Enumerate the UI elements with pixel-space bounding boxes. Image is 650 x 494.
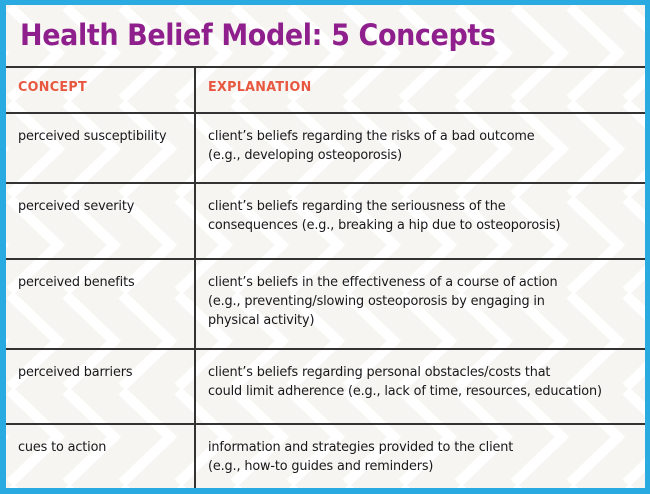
explanation-text: client’s beliefs regarding the risks of … <box>208 128 535 164</box>
card-body: Health Belief Model: 5 Concepts CONCEPT … <box>6 5 645 488</box>
cell-concept: perceived severity <box>6 184 196 258</box>
table-row: perceived benefits client’s beliefs in t… <box>6 260 645 350</box>
content-layer: Health Belief Model: 5 Concepts CONCEPT … <box>6 5 645 488</box>
column-header-explanation: EXPLANATION <box>208 79 312 95</box>
cell-concept: cues to action <box>6 425 196 488</box>
concepts-table: CONCEPT EXPLANATION perceived susceptibi… <box>6 66 645 488</box>
cell-concept: perceived barriers <box>6 350 196 423</box>
table-row: perceived barriers client’s beliefs rega… <box>6 350 645 425</box>
explanation-text: client’s beliefs in the effectiveness of… <box>208 274 558 329</box>
cell-explanation: client’s beliefs regarding personal obst… <box>196 350 645 423</box>
concept-label: perceived severity <box>18 198 135 214</box>
cell-concept: perceived benefits <box>6 260 196 348</box>
table-header-row: CONCEPT EXPLANATION <box>6 68 645 114</box>
explanation-text: client’s beliefs regarding the seriousne… <box>208 198 561 234</box>
explanation-text: client’s beliefs regarding personal obst… <box>208 364 602 400</box>
cell-explanation: client’s beliefs regarding the risks of … <box>196 114 645 182</box>
table-row: cues to action information and strategie… <box>6 425 645 488</box>
cell-explanation: client’s beliefs regarding the seriousne… <box>196 184 645 258</box>
cell-explanation: client’s beliefs in the effectiveness of… <box>196 260 645 348</box>
table-row: perceived susceptibility client’s belief… <box>6 114 645 184</box>
cell-explanation: information and strategies provided to t… <box>196 425 645 488</box>
title-band: Health Belief Model: 5 Concepts <box>6 5 645 66</box>
concept-label: perceived benefits <box>18 274 135 290</box>
column-header-concept: CONCEPT <box>18 79 87 95</box>
cell-concept: perceived susceptibility <box>6 114 196 182</box>
explanation-text: information and strategies provided to t… <box>208 439 514 475</box>
table-header-cell-explanation: EXPLANATION <box>196 68 645 112</box>
table-header-cell-concept: CONCEPT <box>6 68 196 112</box>
concept-label: cues to action <box>18 439 107 455</box>
table-row: perceived severity client’s beliefs rega… <box>6 184 645 260</box>
page-title: Health Belief Model: 5 Concepts <box>20 18 496 52</box>
concept-label: perceived susceptibility <box>18 128 167 144</box>
concept-label: perceived barriers <box>18 364 133 380</box>
